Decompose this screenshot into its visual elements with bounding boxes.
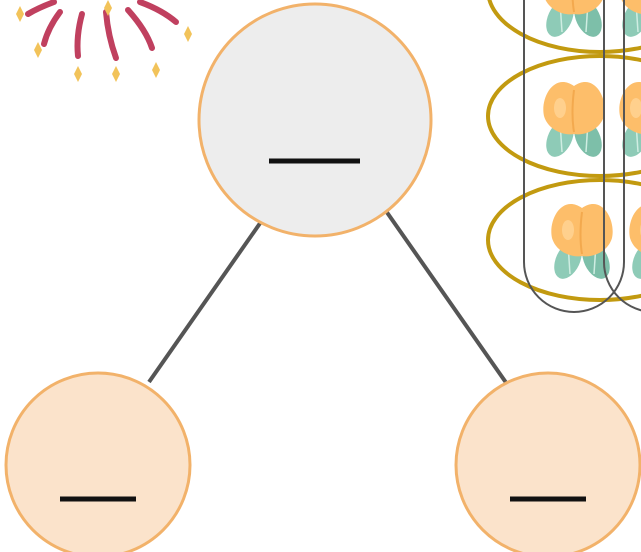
left-part-circle — [4, 371, 192, 552]
left-connector-line — [147, 217, 265, 384]
peach-fruits — [539, 0, 641, 285]
fireworks-icon — [16, 0, 192, 82]
peach-row-ovals — [486, 0, 641, 302]
peach-column-outlines — [523, 0, 641, 313]
peach-grid-icon — [486, 0, 641, 313]
right-connector-line — [384, 209, 509, 386]
whole-circle — [197, 2, 433, 238]
right-part-circle — [454, 371, 641, 552]
